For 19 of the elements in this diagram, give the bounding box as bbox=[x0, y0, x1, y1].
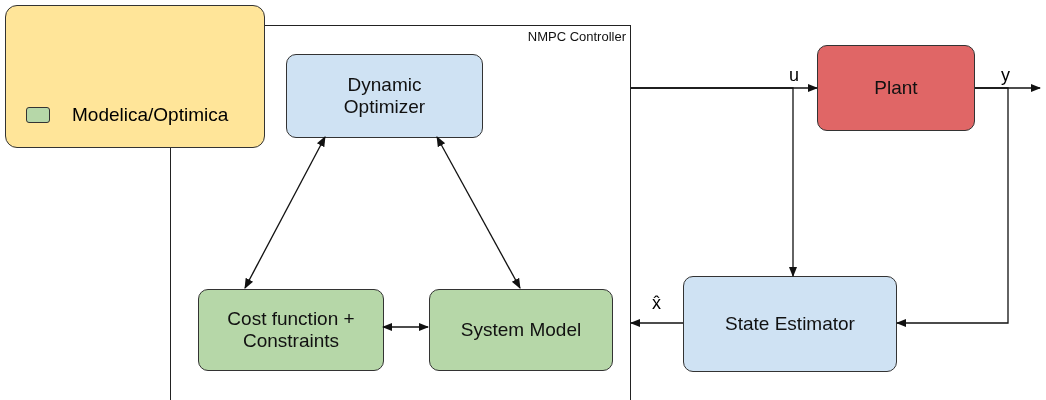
box-label: Dynamic Optimizer bbox=[342, 74, 427, 118]
box-label: Cost function + Constraints bbox=[226, 308, 356, 352]
arrow bbox=[630, 87, 798, 278]
arrow bbox=[244, 136, 326, 289]
process-box bbox=[286, 54, 483, 138]
frame-title: NMPC Controller bbox=[527, 28, 627, 44]
arrow bbox=[629, 318, 684, 328]
process-box bbox=[198, 289, 384, 371]
box-label: State Estimator bbox=[725, 313, 855, 335]
box-label: Plant bbox=[874, 77, 918, 99]
process-box bbox=[429, 289, 613, 371]
box-label: System Model bbox=[460, 319, 582, 341]
process-box bbox=[817, 45, 975, 131]
process-box bbox=[683, 276, 897, 372]
legend-label: Modelica/Optimica bbox=[72, 104, 229, 126]
arrow bbox=[381, 322, 430, 332]
arrow bbox=[895, 87, 1009, 328]
arrow bbox=[436, 136, 521, 289]
signal-label: x̂ bbox=[650, 294, 663, 312]
